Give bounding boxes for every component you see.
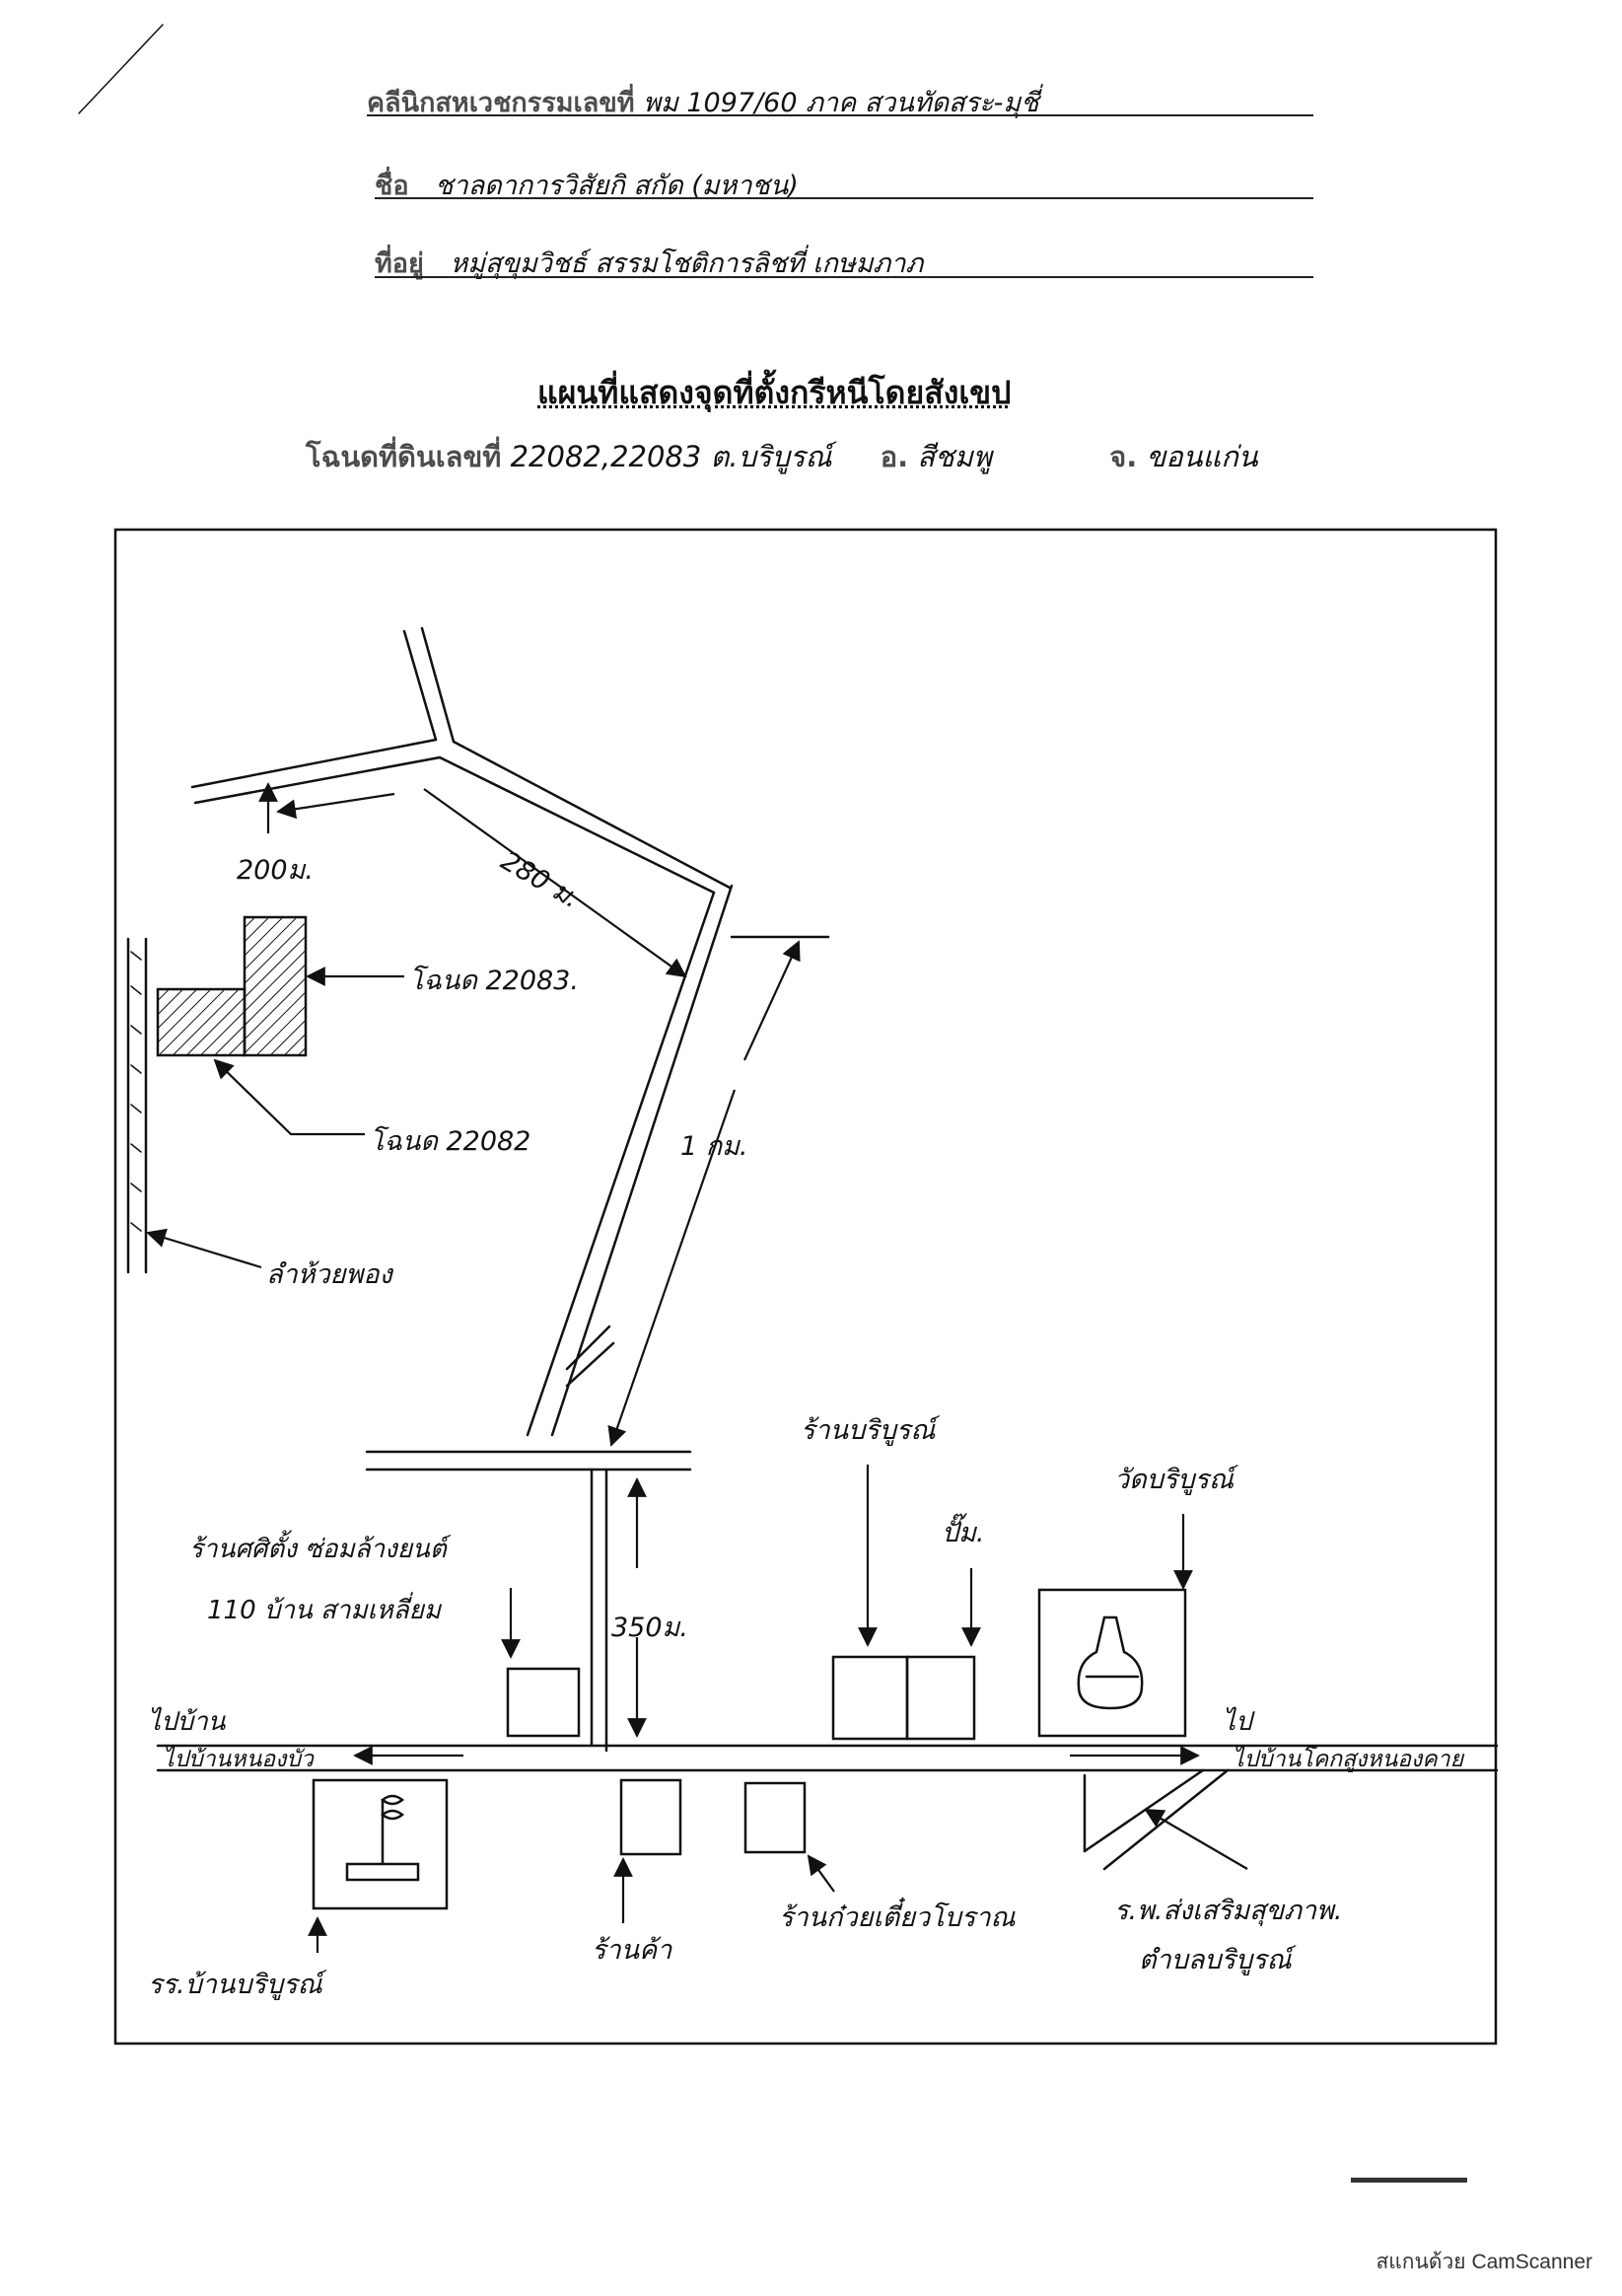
label-noodle-shop: ร้านก๋วยเตี๋ยวโบราณ <box>779 1902 1016 1933</box>
temple-enclosure <box>1037 1588 1187 1738</box>
subtitle-district-prefix: อ. <box>880 440 909 473</box>
label-350m: 350ม. <box>611 1613 688 1643</box>
label-small-shop: ร้านค้า <box>592 1935 672 1966</box>
plot-22083-shape <box>243 915 308 1057</box>
arrow-280m <box>423 788 687 978</box>
building-bariboon-shop-1 <box>831 1655 909 1741</box>
arrow-hospital <box>1144 1809 1248 1870</box>
arrow-plot-22082 <box>213 1058 365 1136</box>
label-to-left-1: ไปบ้าน <box>148 1707 226 1737</box>
arrow-noodle-shop <box>807 1854 835 1893</box>
map-subtitle: โฉนดที่ดินเลขที่ 22082,22083 ต.บริบูรณ์ … <box>306 434 1258 479</box>
scan-mark-line <box>78 24 164 114</box>
map-frame <box>113 528 1498 2045</box>
arrow-1km-down <box>607 1089 737 1447</box>
label-bariboon-shop: ร้านบริบูรณ์ <box>801 1415 936 1446</box>
plot-22082-shape <box>156 987 247 1057</box>
subtitle-deed: 22082,22083 ต.บริบูรณ์ <box>510 440 832 473</box>
school-flag-base <box>345 1862 420 1882</box>
road-diagonal-edge-2 <box>438 755 716 895</box>
label-hospital-line1: ร.พ.ส่งเสริมสุขภาพ. <box>1114 1896 1343 1926</box>
subtitle-province-prefix: จ. <box>1109 440 1138 473</box>
header-2-prefix: ชื่อ <box>375 171 409 201</box>
building-repair-shop <box>506 1667 581 1738</box>
road-right-branch-2 <box>1102 1768 1230 1871</box>
header-2-value: ชาลดาการวิสัยกิ สกัด (มหาชน) <box>435 171 799 201</box>
subtitle-province: ขอนแก่น <box>1146 440 1258 473</box>
road-diagonal-edge-1 <box>452 740 732 890</box>
header-underline-1 <box>367 114 1313 116</box>
header-1-prefix: คลีนิกสหเวชกรรมเลขที่ <box>367 88 635 118</box>
arrow-canal <box>146 1228 262 1269</box>
road-north-edge-2 <box>420 626 456 744</box>
scan-artifact-bar <box>1351 2178 1467 2183</box>
header-underline-2 <box>375 197 1313 199</box>
label-repair-shop-line2: 110 บ้าน สามเหลี่ยม <box>207 1596 441 1625</box>
label-200m: 200ม. <box>237 855 314 886</box>
header-1-value: พม 1097/60 ภาค สวนทัดสระ-มุชี่ <box>643 88 1039 118</box>
subtitle-prefix: โฉนดที่ดินเลขที่ <box>306 440 502 473</box>
school-enclosure <box>312 1778 449 1910</box>
label-school: รร.บ้านบริบูรณ์ <box>148 1970 322 2000</box>
road-right-branch-1 <box>1083 1768 1205 1853</box>
header-line-3: ที่อยู่ หมู่สุขุมวิชธ์ สรรมโชติการลิชที่… <box>375 242 923 284</box>
arrow-280m-back <box>276 792 395 820</box>
scanner-watermark: สแกนด้วย CamScanner <box>1375 2251 1592 2273</box>
arrow-1km-up <box>743 940 801 1061</box>
label-1km: 1 กม. <box>680 1131 748 1162</box>
header-line-2: ชื่อ ชาลดาการวิสัยกิ สกัด (มหาชน) <box>375 164 799 206</box>
label-repair-shop-line1: ร้านศศิตั้ง ซ่อมล้างยนต์ <box>189 1535 447 1564</box>
label-plot-22082: โฉนด 22082 <box>370 1126 531 1157</box>
building-noodle-shop <box>743 1781 807 1854</box>
road-main-edge-1 <box>550 884 734 1437</box>
label-temple: วัดบริบูรณ์ <box>1114 1465 1234 1495</box>
road-side-mark-2 <box>565 1341 615 1388</box>
label-plot-22083: โฉนด 22083. <box>409 966 579 996</box>
label-hospital-line2: ตำบลบริบูรณ์ <box>1139 1945 1292 1975</box>
label-pump: ปั๊ม. <box>942 1518 985 1548</box>
road-side-mark-1 <box>565 1325 611 1371</box>
road-west-edge-2 <box>193 755 442 805</box>
building-bariboon-shop-2 <box>905 1655 976 1741</box>
header-3-prefix: ที่อยู่ <box>375 249 424 279</box>
label-canal: ลำห้วยพอง <box>266 1259 392 1290</box>
map-title: แผนที่แสดงจุดที่ตั้งกรีหนีโดยสังเขป <box>537 374 1012 411</box>
header-3-value: หมู่สุขุมวิชธ์ สรรมโชติการลิชที่ เกษมภาภ <box>450 249 924 279</box>
canal-pattern <box>130 951 142 1232</box>
building-small-shop <box>619 1778 682 1856</box>
subtitle-district: สีชมพู <box>917 440 992 473</box>
label-to-left-2: ไปบ้านหนองบัว <box>163 1747 314 1772</box>
label-to-right-2: ไปบ้านโคกสูงหนองคาย <box>1233 1747 1464 1772</box>
label-to-right-1: ไป <box>1223 1707 1252 1737</box>
header-underline-3 <box>375 276 1313 278</box>
school-flag-icon <box>380 1794 405 1821</box>
header-line-1: คลีนิกสหเวชกรรมเลขที่ พม 1097/60 ภาค สวน… <box>367 81 1039 123</box>
temple-chedi <box>1077 1615 1144 1710</box>
road-west-edge-1 <box>190 738 438 789</box>
road-north-edge-1 <box>402 629 438 742</box>
road-main-edge-2 <box>526 891 716 1437</box>
